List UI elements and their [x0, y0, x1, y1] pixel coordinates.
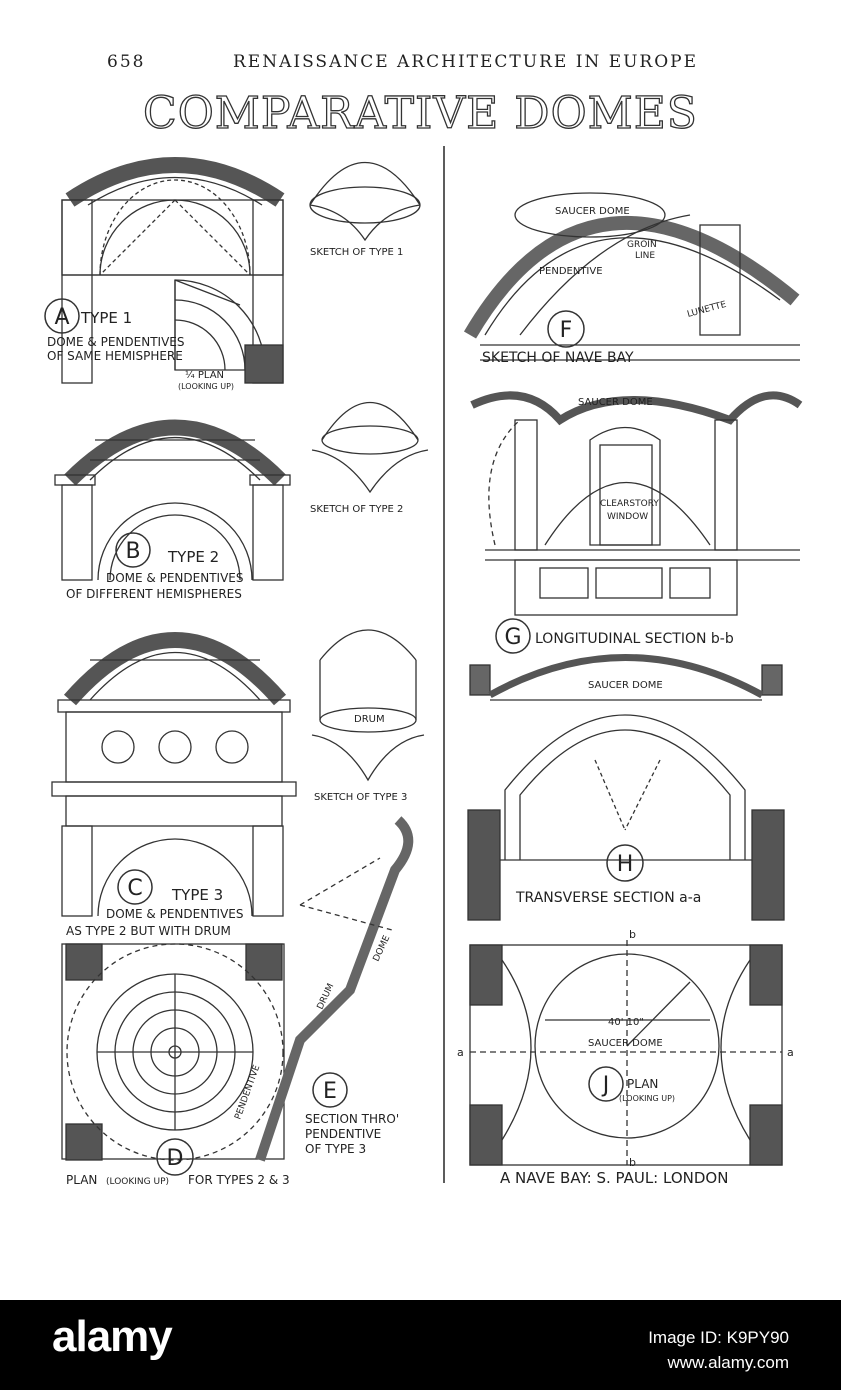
figure-f-sketch [463, 192, 800, 361]
figure-g-section [470, 391, 803, 616]
figure-j-dimension: 40' 10" [608, 1017, 644, 1028]
figure-j-caption-2: (LOOKING UP) [619, 1094, 675, 1103]
figure-b-title: TYPE 2 [167, 548, 219, 566]
figure-j-saucer-label: SAUCER DOME [588, 1038, 663, 1049]
figure-g-caption: LONGITUDINAL SECTION b-b [535, 631, 734, 647]
sketch-type3-caption: SKETCH OF TYPE 3 [314, 792, 407, 803]
figure-e-badge [312, 1072, 348, 1108]
figure-e-caption-1: SECTION THRO' [305, 1112, 399, 1126]
figure-f-saucer-label: SAUCER DOME [555, 206, 630, 217]
watermark-image-id: Image ID: K9PY90 [648, 1328, 789, 1347]
watermark-site: www.alamy.com [667, 1352, 789, 1372]
figure-d-plan [61, 943, 285, 1161]
figure-d-caption-a: PLAN [66, 1173, 97, 1187]
page-number: 658 [107, 52, 146, 72]
figure-c-title: TYPE 3 [171, 886, 223, 904]
figure-g-badge [495, 618, 531, 654]
figure-j-axis-b-top: b [629, 928, 636, 941]
figure-g-window-label-2: WINDOW [607, 512, 648, 522]
figure-c-caption-1: DOME & PENDENTIVES [106, 907, 243, 921]
figure-e-letter: E [323, 1079, 337, 1104]
figure-b-caption-2: OF DIFFERENT HEMISPHERES [66, 587, 242, 601]
figure-j-axis-a-right: a [787, 1046, 794, 1059]
sketch-type3 [311, 629, 425, 782]
figure-h-badge [606, 844, 644, 882]
figure-d-caption-c: FOR TYPES 2 & 3 [188, 1173, 290, 1187]
figure-a-letter: A [54, 305, 69, 330]
figure-j-letter: J [601, 1073, 610, 1098]
figure-e-pendentive-label: PENDENTIVE [233, 1064, 262, 1121]
watermark-bar [0, 1300, 841, 1390]
figure-f-badge [547, 310, 585, 348]
figure-f-caption: SKETCH OF NAVE BAY [482, 350, 634, 366]
figure-h-caption: TRANSVERSE SECTION a-a [515, 890, 701, 906]
sketch-type2-caption: SKETCH OF TYPE 2 [310, 504, 403, 515]
figure-h-letter: H [617, 852, 634, 877]
figure-g-window-label-1: CLEARSTORY [600, 499, 659, 509]
figure-c-letter: C [127, 876, 142, 901]
watermark-logo: alamy [52, 1312, 173, 1361]
watermark-id: Image ID: K9PY90 www.alamy.com [648, 1326, 789, 1375]
figure-g-saucer-label: SAUCER DOME [578, 397, 653, 408]
figure-b-caption-1: DOME & PENDENTIVES [106, 571, 243, 585]
figure-e-caption-2: PENDENTIVE [305, 1127, 381, 1141]
plate-title: COMPARATIVE DOMES [142, 87, 698, 139]
figure-b-letter: B [125, 539, 140, 564]
figure-h-section [467, 654, 785, 921]
figure-j-axis-b-bottom: b [629, 1156, 636, 1169]
figure-e-caption-3: OF TYPE 3 [305, 1142, 366, 1156]
figure-j-plan [469, 940, 783, 1166]
sketch-type2 [311, 402, 429, 494]
sketch-type1-caption: SKETCH OF TYPE 1 [310, 247, 403, 258]
figure-a-title: TYPE 1 [80, 309, 132, 327]
figure-j-badge [588, 1066, 624, 1102]
figure-a-elevation [61, 157, 285, 384]
running-title: RENAISSANCE ARCHITECTURE IN EUROPE [233, 52, 699, 72]
sketch-type3-drum: DRUM [354, 714, 385, 725]
figure-f-groin-label-1: GROIN [627, 240, 657, 250]
figure-c-elevation [51, 632, 297, 917]
figure-f-groin-label-2: LINE [635, 251, 655, 261]
figure-e-dome-label: DOME [372, 934, 393, 963]
figure-e-section [255, 816, 414, 1162]
figure-d-letter: D [167, 1146, 184, 1171]
figure-g-letter: G [504, 625, 521, 650]
figure-c-caption-2: AS TYPE 2 BUT WITH DRUM [66, 924, 231, 938]
figure-a-plan-sub: (LOOKING UP) [178, 382, 234, 391]
figure-b-badge [115, 532, 151, 568]
figure-f-letter: F [560, 318, 573, 343]
plate-drawing: A TYPE 1 DOME & PENDENTIVES OF SAME HEMI… [44, 146, 803, 1187]
figure-a-badge [44, 298, 80, 334]
figure-j-axis-a-left: a [457, 1046, 464, 1059]
figure-d-caption-b: (LOOKING UP) [106, 1177, 169, 1187]
figure-h-saucer-label: SAUCER DOME [588, 680, 663, 691]
bottom-caption: A NAVE BAY: S. PAUL: LONDON [500, 1169, 728, 1187]
figure-f-lunette-label: LUNETTE [686, 300, 728, 320]
figure-j-caption-1: PLAN [627, 1077, 658, 1091]
figure-a-caption-1: DOME & PENDENTIVES [47, 335, 184, 349]
figure-c-badge [117, 869, 153, 905]
figure-f-pendentive-label: PENDENTIVE [539, 266, 603, 277]
figure-a-plan-label: ¼ PLAN [185, 369, 224, 381]
figure-a-caption-2: OF SAME HEMISPHERE [47, 349, 183, 363]
figure-d-badge [156, 1138, 194, 1176]
sketch-type1 [309, 161, 421, 242]
